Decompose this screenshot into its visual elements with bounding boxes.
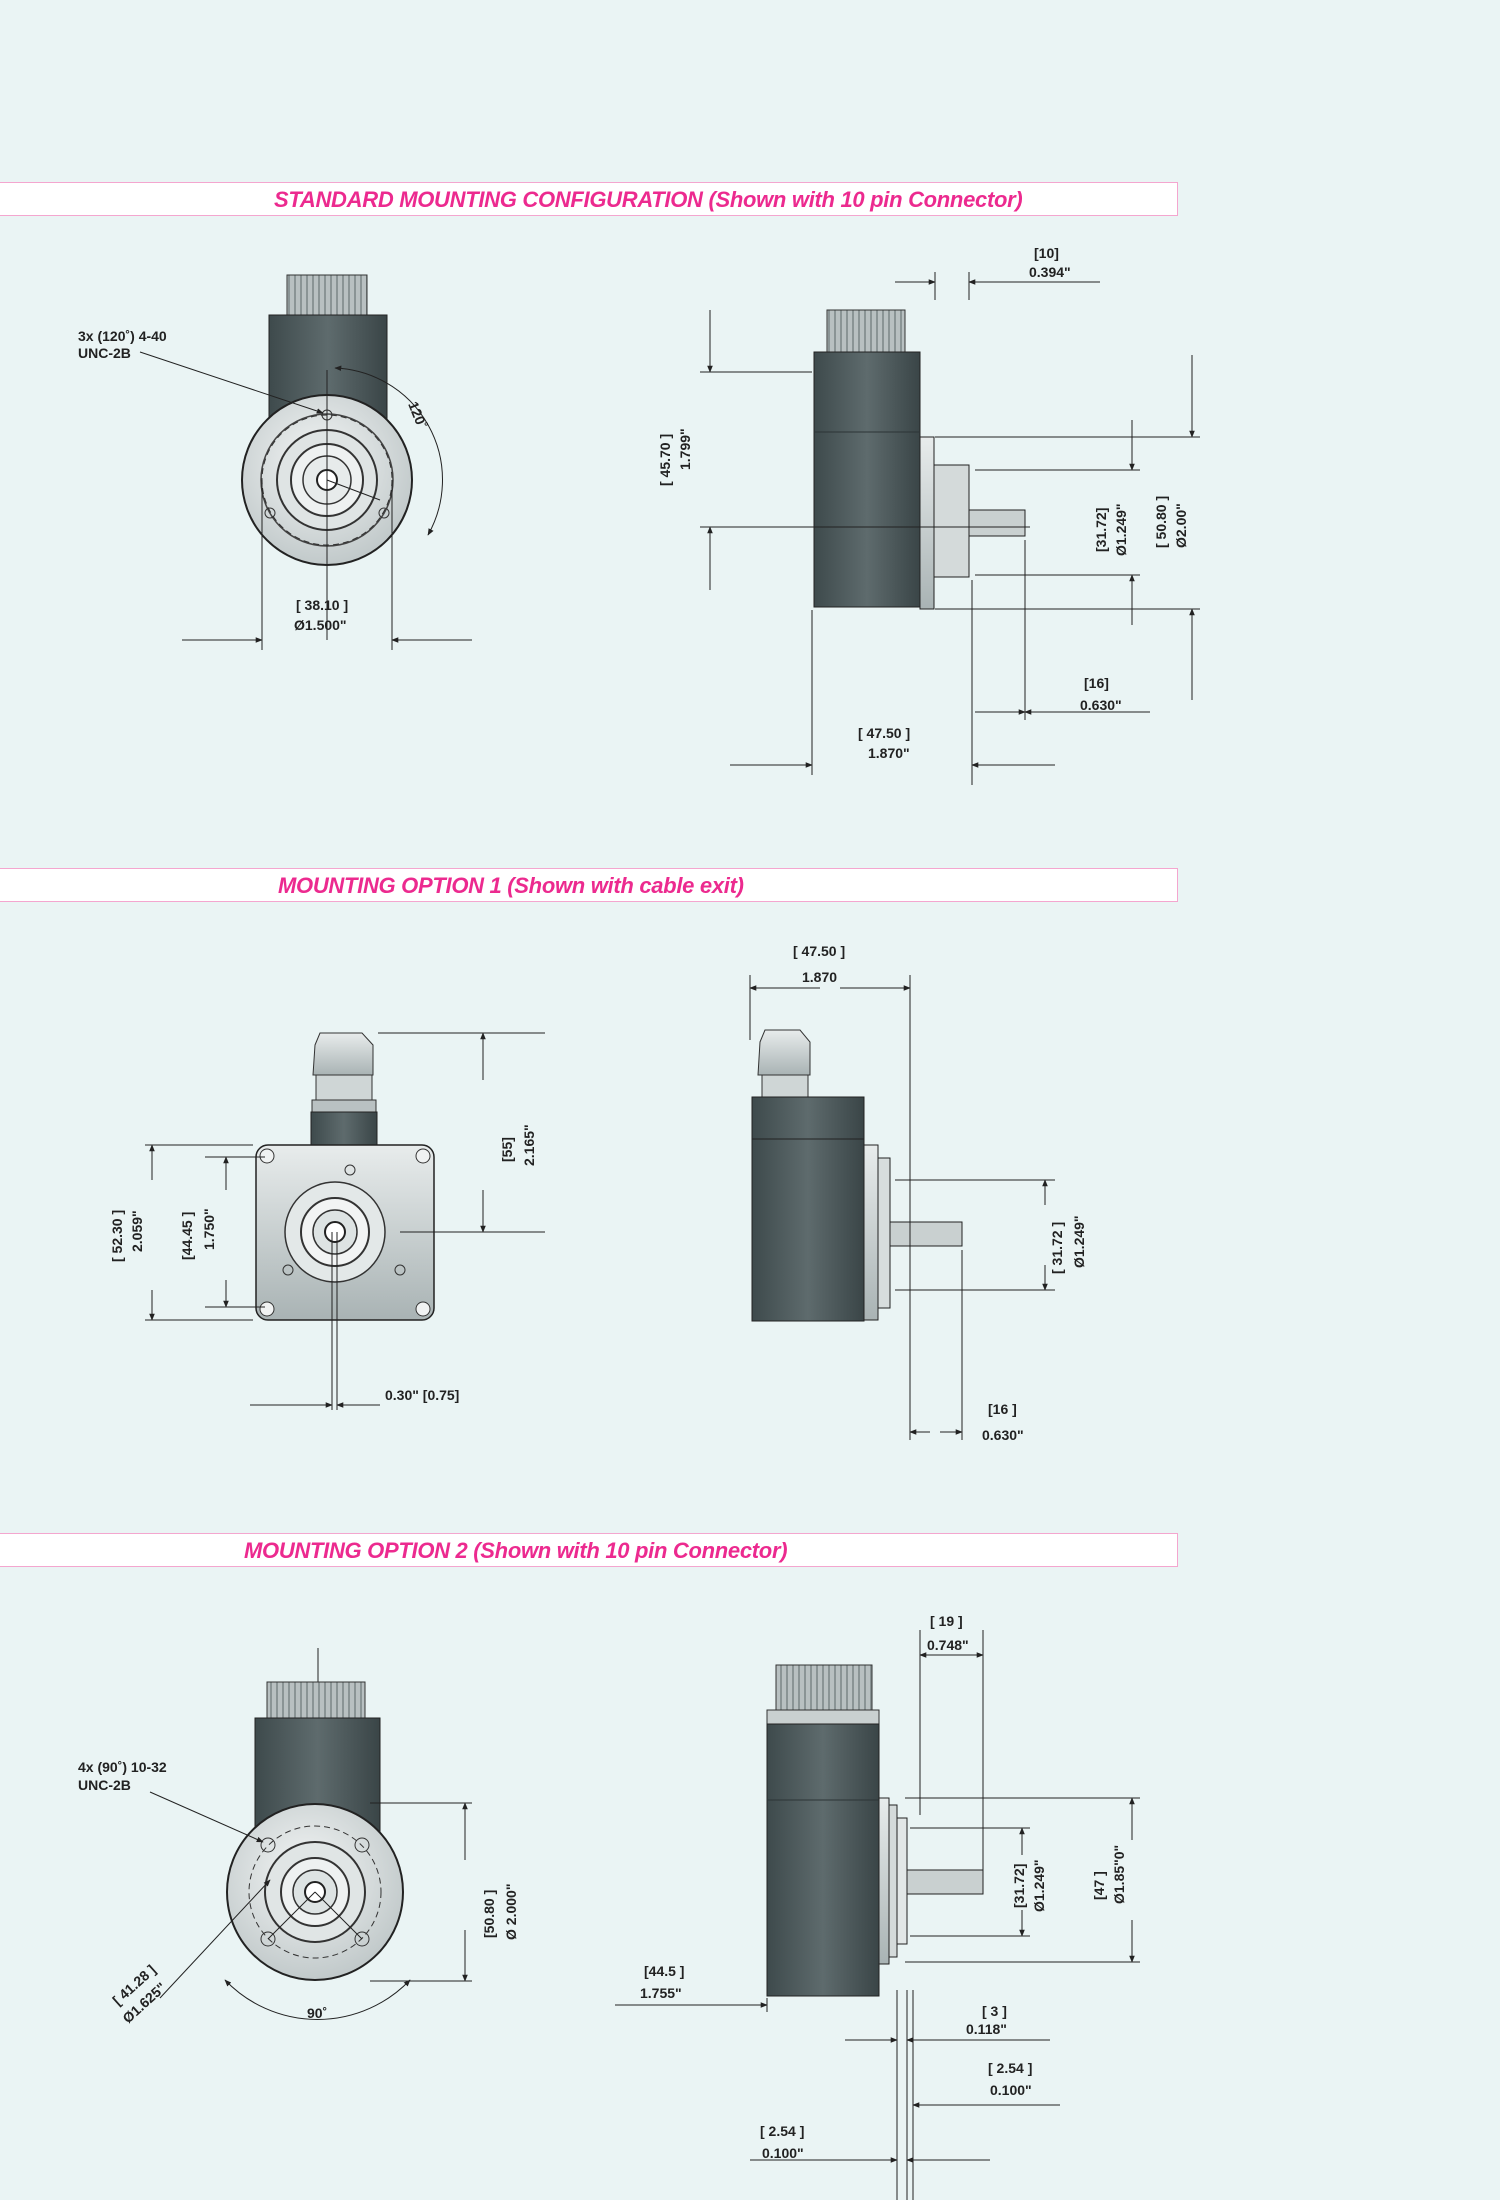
opt1-d52-in: 2.059" (129, 1210, 145, 1252)
std-angle-label: 120˚ (405, 399, 430, 431)
section-title-standard: STANDARD MOUNTING CONFIGURATION (Shown w… (274, 187, 1023, 212)
opt1-d47-mm: [ 47.50 ] (793, 943, 845, 959)
opt2-d44-mm: [44.5 ] (644, 1963, 684, 1979)
std-d10-mm: [10] (1034, 245, 1059, 261)
opt2-d19-in: 0.748" (927, 1637, 969, 1653)
opt2-d3-mm: [ 3 ] (982, 2003, 1007, 2019)
section-banner-option1: MOUNTING OPTION 1 (Shown with cable exit… (0, 868, 1178, 902)
std-h45-mm: [ 45.70 ] (657, 434, 673, 486)
opt2-d50-in: Ø 2.000" (503, 1884, 519, 1940)
opt2-d19-mm: [ 19 ] (930, 1613, 963, 1629)
opt2-d31-mm: [31.72] (1011, 1864, 1027, 1908)
opt2-d44-in: 1.755" (640, 1985, 682, 2001)
opt2-d47-mm: [47 ] (1091, 1871, 1107, 1900)
opt2-d254a-mm: [ 2.54 ] (988, 2060, 1032, 2076)
std-front-view (139, 274, 472, 650)
std-h45-in: 1.799" (677, 428, 693, 470)
opt1-d55-in: 2.165" (521, 1124, 537, 1166)
section-title-option2: MOUNTING OPTION 2 (Shown with 10 pin Con… (244, 1538, 788, 1563)
opt2-d50-mm: [50.80 ] (481, 1890, 497, 1938)
std-d50-mm: [ 50.80 ] (1153, 496, 1169, 548)
opt1-d44-mm: [44.45 ] (179, 1212, 195, 1260)
std-d16-mm: [16] (1084, 675, 1109, 691)
std-d47-mm: [ 47.50 ] (858, 725, 910, 741)
opt2-hole-note-1: 4x (90˚) 10-32 (78, 1759, 167, 1775)
opt2-hole-note-2: UNC-2B (78, 1777, 131, 1793)
opt2-side-view (615, 1630, 1140, 2200)
opt1-d31-in: Ø1.249" (1071, 1215, 1087, 1268)
std-hole-note-1: 3x (120˚) 4-40 (78, 328, 167, 344)
opt2-d47-in: Ø1.85"0" (1111, 1845, 1127, 1904)
opt2-angle-label: 90˚ (307, 2005, 327, 2021)
section-banner-standard: STANDARD MOUNTING CONFIGURATION (Shown w… (0, 182, 1178, 216)
std-side-view (700, 272, 1200, 785)
opt2-front-view (149, 1648, 472, 2021)
opt1-d16-in: 0.630" (982, 1427, 1024, 1443)
opt1-d47-in: 1.870 (802, 969, 837, 985)
opt2-d31-in: Ø1.249" (1031, 1859, 1047, 1912)
opt1-offset: 0.30" [0.75] (385, 1387, 459, 1403)
opt1-d55-mm: [55] (499, 1137, 515, 1162)
std-pcd-in: Ø1.500" (294, 617, 347, 633)
opt2-d254a-in: 0.100" (990, 2082, 1032, 2098)
section-banner-option2: MOUNTING OPTION 2 (Shown with 10 pin Con… (0, 1533, 1178, 1567)
std-d47-in: 1.870" (868, 745, 910, 761)
section-title-option1: MOUNTING OPTION 1 (Shown with cable exit… (278, 873, 744, 898)
opt1-d16-mm: [16 ] (988, 1401, 1017, 1417)
std-d31-in: Ø1.249" (1113, 503, 1129, 556)
std-d50-in: Ø2.00" (1173, 503, 1189, 548)
opt2-d3-in: 0.118" (966, 2021, 1007, 2037)
opt1-side-view (749, 975, 1055, 1440)
std-d31-mm: [31.72] (1093, 508, 1109, 552)
opt2-d254b-mm: [ 2.54 ] (760, 2123, 804, 2139)
opt1-d31-mm: [ 31.72 ] (1049, 1222, 1065, 1274)
std-d10-in: 0.394" (1029, 264, 1071, 280)
opt1-front-view (145, 1032, 545, 1410)
opt2-d254b-in: 0.100" (762, 2145, 804, 2161)
std-d16-in: 0.630" (1080, 697, 1122, 713)
std-pcd-mm: [ 38.10 ] (296, 597, 348, 613)
opt1-d44-in: 1.750" (201, 1208, 217, 1250)
opt1-d52-mm: [ 52.30 ] (109, 1210, 125, 1262)
std-hole-note-2: UNC-2B (78, 345, 131, 361)
